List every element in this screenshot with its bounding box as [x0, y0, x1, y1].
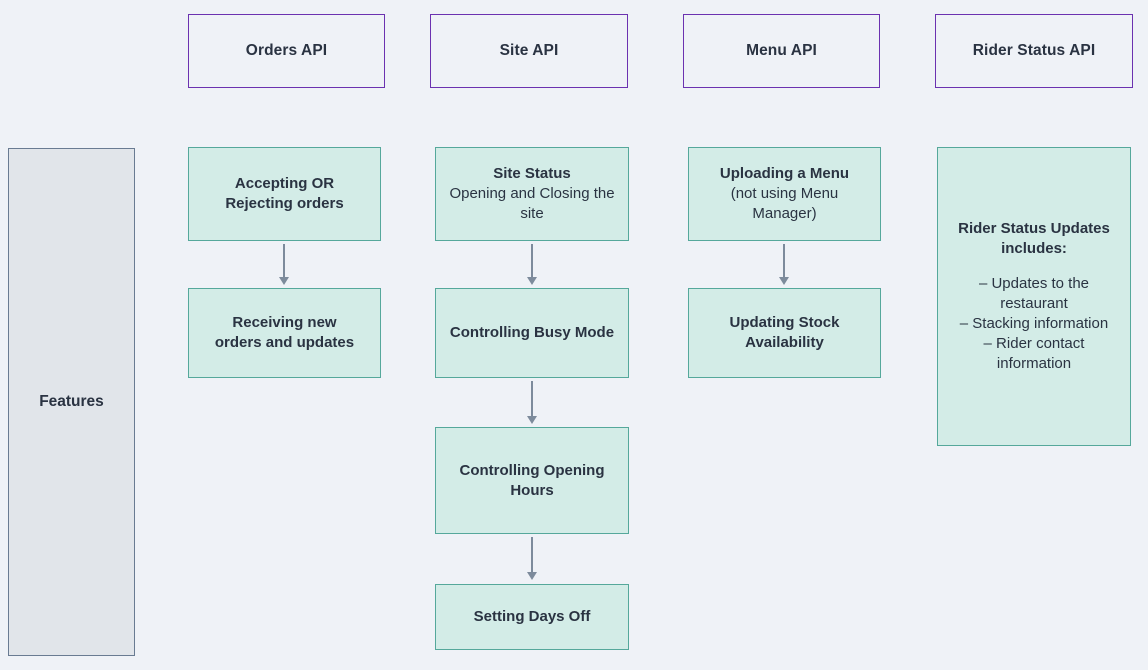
- feature-title: Setting Days Off: [473, 608, 591, 626]
- arrow-site-1-to-2: [525, 244, 539, 286]
- api-header-label: Rider Status API: [972, 41, 1096, 59]
- api-header-label: Site API: [499, 41, 559, 59]
- feature-setting-days-off[interactable]: Setting Days Off: [435, 584, 629, 650]
- feature-controlling-opening-hours[interactable]: Controlling Opening Hours: [435, 427, 629, 534]
- feature-receiving-new-orders[interactable]: Receiving new orders and updates: [188, 288, 381, 378]
- feature-controlling-busy-mode[interactable]: Controlling Busy Mode: [435, 288, 629, 378]
- feature-title-line1: Receiving new: [232, 314, 337, 332]
- arrow-site-2-to-3: [525, 381, 539, 425]
- feature-title: Updating Stock Availability: [729, 314, 840, 351]
- api-header-rider-status[interactable]: Rider Status API: [935, 14, 1133, 88]
- arrow-site-3-to-4: [525, 537, 539, 581]
- feature-title-line2: orders and updates: [214, 334, 355, 351]
- arrow-orders-1-to-2: [277, 244, 291, 286]
- feature-rider-status-updates[interactable]: Rider Status Updates includes: – Updates…: [937, 147, 1131, 446]
- feature-subtitle: (not using Menu Manager): [730, 185, 839, 222]
- features-side-panel: Features: [8, 148, 135, 656]
- api-header-menu[interactable]: Menu API: [683, 14, 880, 88]
- feature-title: Controlling Busy Mode: [449, 324, 615, 342]
- feature-uploading-a-menu[interactable]: Uploading a Menu (not using Menu Manager…: [688, 147, 881, 241]
- api-header-site[interactable]: Site API: [430, 14, 628, 88]
- features-panel-label: Features: [39, 392, 104, 410]
- api-header-orders[interactable]: Orders API: [188, 14, 385, 88]
- feature-title: Controlling Opening Hours: [459, 461, 605, 499]
- feature-site-status[interactable]: Site Status Opening and Closing the site: [435, 147, 629, 241]
- feature-title: Site Status: [493, 165, 571, 183]
- feature-accepting-rejecting-orders[interactable]: Accepting OR Rejecting orders: [188, 147, 381, 241]
- feature-subtitle: Opening and Closing the site: [449, 185, 615, 222]
- feature-updating-stock-availability[interactable]: Updating Stock Availability: [688, 288, 881, 378]
- api-header-label: Menu API: [746, 41, 817, 59]
- feature-list-item-3: – Rider contact information: [983, 334, 1085, 372]
- feature-list-item-1: – Updates to the restaurant: [978, 275, 1090, 313]
- feature-title: Rider Status Updates includes:: [958, 220, 1110, 258]
- api-header-label: Orders API: [245, 41, 328, 59]
- arrow-menu-1-to-2: [777, 244, 791, 286]
- feature-title-line1: Accepting OR: [234, 175, 335, 193]
- feature-list-item-2: – Stacking information: [959, 314, 1109, 332]
- feature-title-line2: Rejecting orders: [225, 195, 344, 212]
- feature-title: Uploading a Menu: [719, 165, 850, 183]
